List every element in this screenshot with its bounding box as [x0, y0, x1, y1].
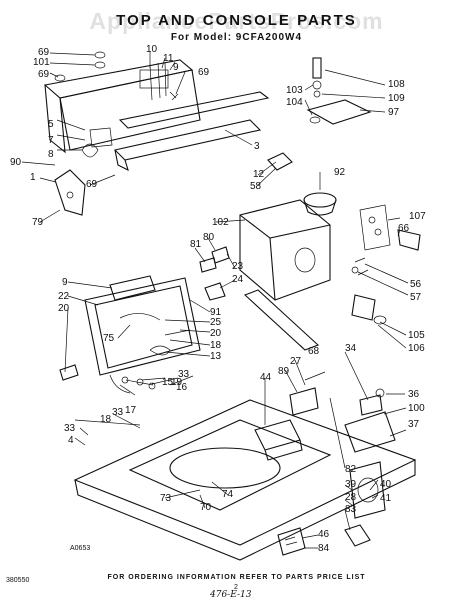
- callout-73: 73: [160, 493, 172, 504]
- callout-83: 83: [345, 504, 357, 515]
- small-fittings: [199, 246, 230, 301]
- callout-102: 102: [212, 217, 229, 228]
- housing-assembly: [239, 199, 331, 301]
- callout-37: 37: [408, 419, 420, 430]
- callout-90: 90: [10, 157, 22, 168]
- lid-switch: [289, 371, 326, 416]
- callout-9: 9: [62, 277, 68, 288]
- callout-107: 107: [409, 211, 426, 222]
- callout-15: 15: [162, 377, 174, 388]
- callout-12: 12: [253, 169, 265, 180]
- console-panel: [43, 59, 270, 172]
- drawing-code: A0653: [70, 545, 91, 552]
- callout-103: 103: [286, 85, 303, 96]
- callout-44: 44: [260, 372, 272, 383]
- callout-7: 7: [48, 135, 54, 146]
- callout-69: 69: [86, 179, 98, 190]
- callout-39: 39: [345, 479, 357, 490]
- callout-19: 19: [171, 377, 183, 388]
- callout-8: 8: [48, 149, 54, 160]
- callout-22: 22: [58, 291, 70, 302]
- callout-74: 74: [222, 489, 234, 500]
- callout-4: 4: [68, 435, 74, 446]
- callout-70: 70: [200, 502, 212, 513]
- callout-75: 75: [103, 333, 115, 344]
- damper-pad: [267, 152, 293, 171]
- callout-82: 82: [345, 464, 357, 475]
- callout-56: 56: [410, 279, 422, 290]
- valve-parts: [351, 204, 421, 325]
- callout-80: 80: [203, 232, 215, 243]
- callout-18: 18: [100, 414, 112, 425]
- document-number: 380550: [6, 577, 30, 584]
- switch-bracket: [359, 394, 383, 416]
- callout-34: 34: [345, 343, 357, 354]
- callout-81: 81: [190, 239, 202, 250]
- top-small-parts: [54, 51, 179, 158]
- page-number: 2: [234, 584, 238, 591]
- callout-33: 33: [64, 423, 76, 434]
- right-hardware: [344, 388, 396, 547]
- callout-1: 1: [30, 172, 36, 183]
- callout-58: 58: [250, 181, 262, 192]
- hold-down-strap: [243, 289, 320, 351]
- callout-100: 100: [408, 403, 425, 414]
- diagram-title: TOP AND CONSOLE PARTS: [116, 12, 357, 29]
- callout-28: 28: [345, 492, 357, 503]
- callout-11: 11: [163, 53, 174, 64]
- callout-97: 97: [388, 107, 400, 118]
- callout-104: 104: [286, 97, 303, 108]
- callout-79: 79: [32, 217, 44, 228]
- timer-knob-parts: [306, 57, 372, 125]
- callout-17: 17: [125, 405, 137, 416]
- callout-23: 23: [232, 261, 244, 272]
- callout-41: 41: [380, 493, 392, 504]
- callout-66: 66: [398, 223, 410, 234]
- callout-18: 18: [210, 340, 222, 351]
- callout-46: 46: [318, 529, 330, 540]
- callout-25: 25: [210, 317, 222, 328]
- callout-92: 92: [334, 167, 346, 178]
- bleach-cup: [303, 192, 337, 216]
- callout-9: 9: [173, 62, 179, 73]
- callout-33: 33: [112, 407, 124, 418]
- callout-20: 20: [58, 303, 70, 314]
- switch-housing: [254, 419, 303, 461]
- callout-84: 84: [318, 543, 330, 554]
- callout-106: 106: [408, 343, 425, 354]
- callout-69: 69: [38, 69, 50, 80]
- ordering-note: FOR ORDERING INFORMATION REFER TO PARTS …: [107, 574, 366, 581]
- callout-5: 5: [48, 119, 54, 130]
- model-label: For Model: 9CFA200W4: [170, 32, 303, 43]
- callout-13: 13: [210, 351, 222, 362]
- callout-89: 89: [278, 366, 290, 377]
- leader-lines: [21, 52, 409, 549]
- callout-105: 105: [408, 330, 425, 341]
- callout-24: 24: [232, 274, 244, 285]
- hinge-parts: [59, 329, 191, 394]
- bottom-block: [277, 527, 306, 556]
- cabinet-top: [73, 399, 417, 561]
- callout-91: 91: [210, 307, 222, 318]
- callout-108: 108: [388, 79, 405, 90]
- end-bracket: [54, 169, 86, 216]
- callout-16: 16: [176, 382, 188, 393]
- callout-69: 69: [38, 47, 50, 58]
- callout-40: 40: [380, 479, 392, 490]
- callout-69: 69: [198, 67, 210, 78]
- callout-27: 27: [290, 356, 302, 367]
- callout-36: 36: [408, 389, 420, 400]
- callout-109: 109: [388, 93, 405, 104]
- callout-3: 3: [254, 141, 260, 152]
- callout-33: 33: [178, 369, 190, 380]
- lid-frame: [84, 275, 201, 376]
- callout-20: 20: [210, 328, 222, 339]
- callout-101: 101: [33, 57, 50, 68]
- handwritten-mark: 476-E-13: [210, 590, 252, 600]
- callout-68: 68: [308, 346, 320, 357]
- callout-10: 10: [146, 44, 158, 55]
- callout-57: 57: [410, 292, 422, 303]
